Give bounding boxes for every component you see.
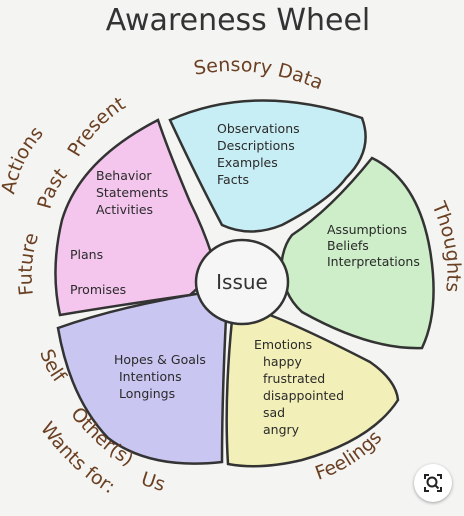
center-issue-label: Issue xyxy=(216,270,268,294)
label-past: Past xyxy=(33,164,71,211)
wants-item: Longings xyxy=(119,386,175,401)
feelings-item: angry xyxy=(263,422,300,437)
sensory-item: Observations xyxy=(217,121,300,136)
feelings-item: frustrated xyxy=(263,371,325,386)
actions-past-item: Activities xyxy=(96,202,153,217)
search-lens-icon xyxy=(424,474,442,492)
sensory-item: Facts xyxy=(217,172,249,187)
actions-future-item: Promises xyxy=(70,282,126,297)
thoughts-item: Assumptions xyxy=(327,222,407,237)
sensory-item: Examples xyxy=(217,155,278,170)
visual-search-button[interactable] xyxy=(414,464,452,502)
segment-sensory-data xyxy=(168,99,367,233)
segment-feelings xyxy=(225,310,400,468)
feelings-item: disappointed xyxy=(263,388,344,403)
center-issue-circle xyxy=(194,238,290,326)
actions-past-item: Statements xyxy=(96,185,168,200)
actions-past-item: Behavior xyxy=(96,168,152,183)
thoughts-item: Interpretations xyxy=(327,254,420,269)
feelings-item: Emotions xyxy=(254,337,312,352)
wants-item: Hopes & Goals xyxy=(114,352,206,367)
wants-item: Intentions xyxy=(119,369,182,384)
diagram-title: Awareness Wheel xyxy=(106,3,371,38)
segment-actions xyxy=(54,118,216,317)
feelings-item: sad xyxy=(263,405,285,420)
sensory-item: Descriptions xyxy=(217,138,295,153)
label-us: Us xyxy=(138,468,167,496)
thoughts-item: Beliefs xyxy=(327,238,369,253)
feelings-item: happy xyxy=(263,354,302,369)
actions-future-item: Plans xyxy=(70,247,103,262)
label-future: Future xyxy=(15,230,43,296)
label-sensory-data: Sensory Data xyxy=(192,54,326,94)
